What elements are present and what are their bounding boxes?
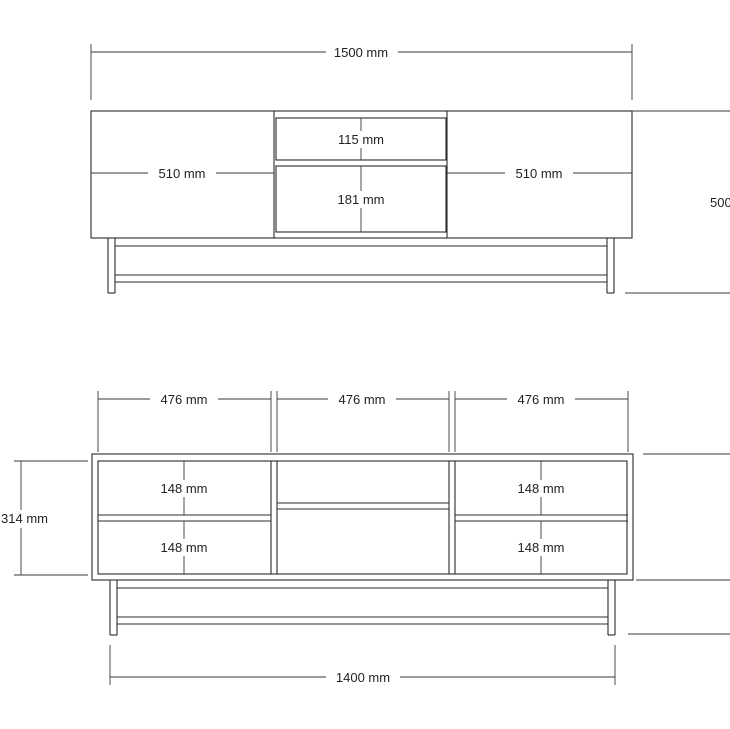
center-panel-height-dimension: 181 mm [328, 166, 394, 232]
right-extension-lines [628, 453, 730, 635]
interior-base-frame [109, 580, 616, 636]
right-door-dimension: 510 mm [447, 165, 632, 182]
drawer-height-dimension: 115 mm [328, 118, 394, 160]
right-lower-shelf-label: 148 mm [518, 540, 565, 555]
center-bay-width-label: 476 mm [339, 392, 386, 407]
right-door-width-label: 510 mm [516, 166, 563, 181]
drawer-height-label: 115 mm [338, 132, 384, 147]
overall-height-dimension: 500 mm [625, 110, 730, 294]
center-panel-height-label: 181 mm [338, 192, 385, 207]
cabinet-height-label: 314 mm [1, 511, 48, 526]
left-door-width-label: 510 mm [159, 166, 206, 181]
right-bay-width-label: 476 mm [518, 392, 565, 407]
front-base-frame [107, 238, 615, 294]
interior-view: 476 mm 476 mm 476 mm [0, 390, 730, 686]
right-upper-shelf-label: 148 mm [518, 481, 565, 496]
cabinet-height-dimension: 314 mm [0, 460, 88, 576]
interior-cabinet-body [91, 453, 634, 581]
frame-width-label: 1400 mm [336, 670, 390, 685]
left-lower-shelf-label: 148 mm [161, 540, 208, 555]
shelf-height-dimensions: 148 mm 148 mm 148 mm 148 mm [152, 461, 575, 574]
bay-width-dimensions: 476 mm 476 mm 476 mm [97, 390, 629, 452]
front-cabinet-body [90, 110, 633, 239]
overall-width-dimension: 1500 mm [90, 43, 633, 100]
left-upper-shelf-label: 148 mm [161, 481, 208, 496]
overall-height-label: 500 mm [710, 195, 730, 210]
front-view: 1500 mm 510 mm 510 mm 115 mm [90, 43, 730, 294]
overall-width-label: 1500 mm [334, 45, 388, 60]
frame-width-dimension: 1400 mm [109, 645, 616, 686]
left-bay-width-label: 476 mm [161, 392, 208, 407]
left-door-dimension: 510 mm [91, 165, 274, 182]
